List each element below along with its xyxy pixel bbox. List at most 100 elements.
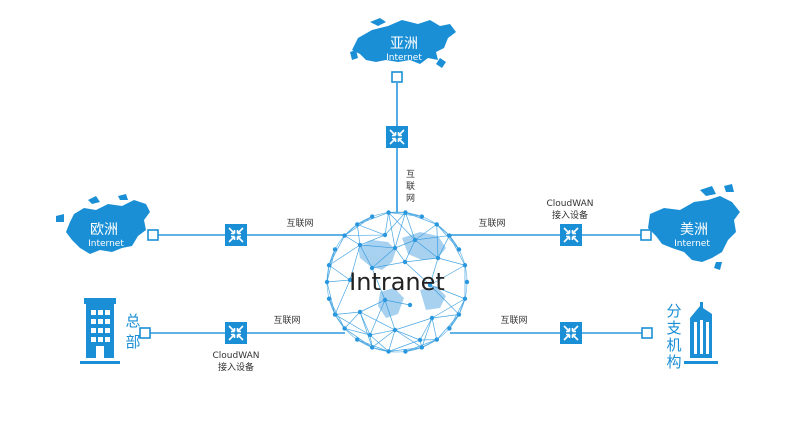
globe-mesh-line	[356, 224, 361, 246]
globe-mesh-line	[359, 234, 386, 246]
branch-char-2: 支	[666, 319, 681, 337]
globe-node	[392, 245, 398, 251]
globe-mesh-line	[371, 267, 386, 301]
branch-char-1: 分	[666, 302, 681, 320]
globe-mesh-line	[369, 299, 386, 336]
globe-mesh-line	[394, 239, 416, 249]
globe-mesh-line	[384, 299, 411, 306]
globe-mesh-line	[334, 279, 351, 315]
globe-mesh-line	[359, 311, 371, 336]
globe-mesh-line	[328, 244, 361, 266]
globe-node	[357, 309, 363, 315]
hq-char-1: 总	[125, 312, 140, 330]
america-map-icon	[648, 184, 740, 270]
link-left-upper-label: 互联网	[286, 218, 313, 229]
globe-node	[435, 255, 441, 261]
globe-mesh-line	[344, 311, 361, 329]
globe-mesh-line	[419, 317, 433, 341]
globe-mesh-line	[404, 257, 439, 263]
globe-mesh-line	[371, 247, 396, 269]
globe-mesh-line	[394, 329, 423, 348]
globe-mesh-line	[429, 284, 466, 300]
globe-mesh-line	[394, 317, 433, 331]
globe-node	[412, 237, 418, 243]
globe-mesh-line	[369, 334, 389, 352]
switch-icon	[224, 321, 248, 345]
device-left-caption-2: 接入设备	[218, 361, 254, 373]
globe-mesh-line	[394, 329, 421, 341]
globe-mesh-line	[359, 311, 396, 331]
switch-icon	[559, 321, 583, 345]
globe-node	[369, 265, 375, 271]
branch-char-3: 机	[666, 336, 681, 354]
asia-name: 亚洲	[390, 36, 418, 52]
globe-mesh-line	[326, 279, 351, 283]
globe-node	[407, 302, 413, 308]
switch-icon	[385, 125, 409, 149]
globe-mesh-line	[359, 244, 373, 269]
building-icon	[80, 298, 120, 364]
asia-sub: Internet	[386, 53, 422, 63]
globe-mesh-line	[344, 234, 386, 236]
europe-sub: Internet	[88, 239, 124, 249]
globe-mesh-line	[359, 311, 373, 348]
globe-node	[427, 282, 433, 288]
globe-mesh-line	[436, 224, 439, 259]
globe-mesh-line	[414, 235, 450, 241]
port-icon	[391, 71, 403, 83]
link-right-upper-label: 互联网	[478, 218, 505, 229]
europe-map-icon	[56, 194, 150, 254]
port-icon	[139, 327, 151, 339]
globe-mesh-line	[384, 299, 396, 331]
globe-mesh-line	[394, 212, 406, 249]
globe-mesh-line	[357, 224, 386, 236]
globe-node	[402, 259, 408, 265]
globe-mesh-line	[404, 239, 416, 263]
globe-mesh-line	[437, 235, 450, 259]
globe-mesh-line	[388, 329, 396, 352]
globe-mesh-line	[421, 317, 433, 348]
america-name: 美洲	[680, 222, 708, 238]
globe-mesh-line	[328, 264, 351, 281]
device-left-caption-1: CloudWAN	[212, 351, 259, 361]
globe-node	[417, 337, 423, 343]
globe-mesh-line	[404, 261, 431, 286]
intranet-label: Intranet	[349, 268, 445, 296]
link-top-char-2: 联	[406, 181, 415, 192]
switch-icon	[224, 223, 248, 247]
port-icon	[147, 229, 159, 241]
globe-node	[382, 232, 388, 238]
america-sub: Internet	[674, 239, 710, 249]
link-left-lower-label: 互联网	[273, 315, 300, 326]
globe-mesh-line	[414, 239, 439, 259]
globe-mesh-line	[359, 299, 386, 313]
branch-char-4: 构	[666, 353, 681, 371]
link-right-lower-label: 互联网	[500, 315, 527, 326]
switch-icon	[559, 223, 583, 247]
globe-mesh-line	[414, 224, 437, 241]
globe-node	[347, 277, 353, 283]
port-icon	[641, 327, 653, 339]
device-right-caption-1: CloudWAN	[546, 199, 593, 209]
globe-mesh-line	[405, 212, 416, 241]
globe-mesh-line	[431, 317, 438, 340]
connection-lines	[150, 83, 645, 334]
link-top-char-1: 互	[406, 169, 415, 180]
device-right-caption-2: 接入设备	[552, 209, 588, 221]
globe-mesh-line	[334, 311, 361, 315]
globe-node	[392, 327, 398, 333]
globe-mesh-line	[349, 244, 361, 281]
globe-mesh-line	[437, 257, 466, 266]
globe-mesh-line	[394, 247, 406, 263]
link-top-char-3: 网	[406, 193, 415, 204]
globe-mesh-line	[359, 244, 396, 249]
tower-icon	[684, 302, 718, 364]
globe-node	[367, 332, 373, 338]
globe-node	[382, 297, 388, 303]
globe-mesh-line	[384, 212, 406, 236]
globe-mesh-line	[369, 329, 396, 336]
globe-mesh-line	[371, 329, 396, 348]
globe-mesh-line	[344, 235, 361, 246]
globe-icon	[324, 210, 470, 354]
